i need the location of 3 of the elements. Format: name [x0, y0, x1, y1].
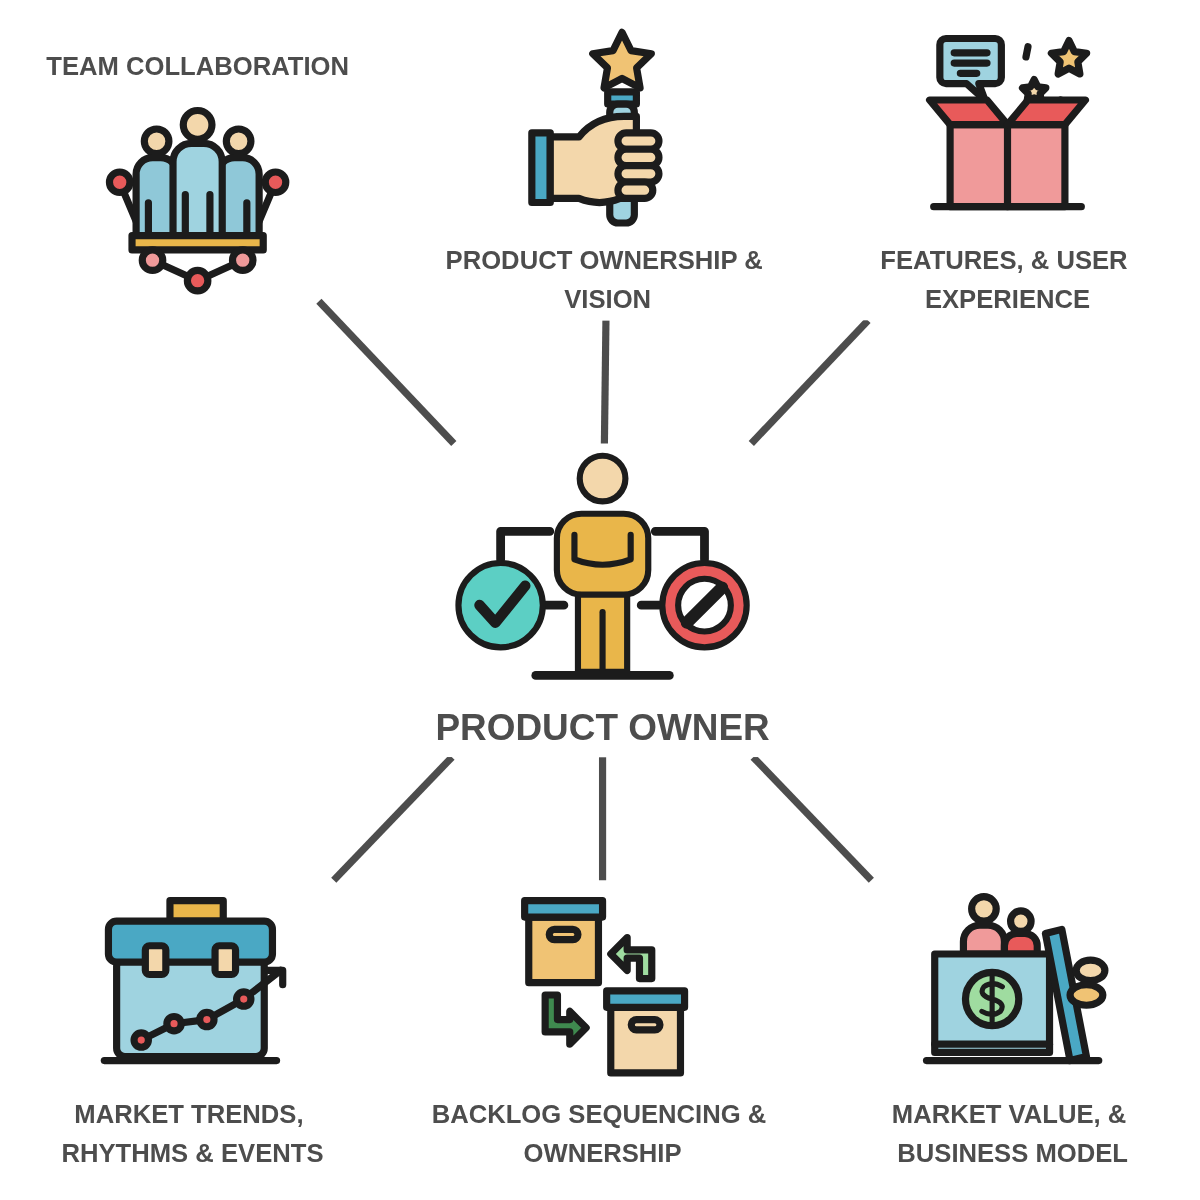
connector-line: [316, 298, 457, 446]
connector-line: [598, 756, 607, 880]
connector-line: [600, 320, 610, 444]
